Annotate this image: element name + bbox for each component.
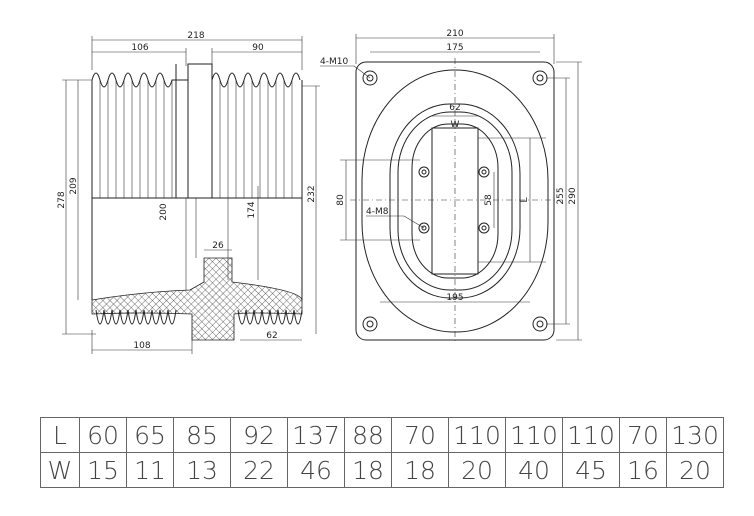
technical-drawing: 218 106 90 (57, 29, 582, 354)
table-cell: 130 (666, 417, 724, 453)
dim-total-height: 278 (57, 191, 67, 208)
dim-body-height: 209 (69, 177, 79, 194)
table-cell: 88 (344, 417, 392, 453)
row-label-w: W (40, 452, 80, 488)
table-row-w: W 15 11 13 22 46 18 18 20 40 45 16 20 (40, 452, 724, 488)
table-cell: 70 (391, 417, 449, 453)
dim-flange-height: 290 (568, 187, 578, 204)
table-cell: 45 (562, 452, 620, 488)
table-cell: 13 (173, 452, 231, 488)
dim-hole-spacing-x: 175 (446, 43, 463, 53)
dim-base-width: 108 (133, 341, 150, 351)
table-cell: 70 (619, 417, 667, 453)
plan-view: 210 175 4-M10 4-M8 (320, 29, 582, 344)
dim-base-right: 62 (266, 331, 277, 341)
table-cell: 18 (391, 452, 449, 488)
table-cell: 20 (448, 452, 506, 488)
table-cell: 65 (126, 417, 174, 453)
table-cell: 40 (505, 452, 563, 488)
dim-inner-h: 80 (336, 194, 346, 206)
table-cell: 11 (126, 452, 174, 488)
dim-total-width: 218 (187, 31, 204, 41)
dim-left-half: 106 (131, 43, 148, 53)
table-row-l: L 60 65 85 92 137 88 70 110 110 110 70 1… (40, 417, 724, 453)
table-cell: 85 (173, 417, 231, 453)
table-cell: 110 (448, 417, 506, 453)
dim-flange-width: 210 (446, 29, 463, 39)
table-cell: 20 (666, 452, 724, 488)
table-cell: 110 (562, 417, 620, 453)
dim-hole-spacing-y: 255 (556, 187, 566, 204)
label-thread-holes: 4-M8 (366, 207, 389, 217)
dim-insert-height: 174 (247, 201, 257, 218)
table-cell: 15 (79, 452, 127, 488)
table-cell: 46 (287, 452, 345, 488)
side-elevation: 218 106 90 (57, 31, 320, 354)
dim-right-half: 90 (252, 43, 264, 53)
row-label-l: L (40, 417, 80, 453)
table-cell: 92 (230, 417, 288, 453)
table-cell: 137 (287, 417, 345, 453)
bolt-holes (362, 70, 548, 332)
table-cell: 60 (79, 417, 127, 453)
dim-thread-spacing: 58 (484, 194, 494, 206)
label-bolt-holes: 4-M10 (320, 57, 348, 67)
dimension-table: L 60 65 85 92 137 88 70 110 110 110 70 1… (40, 417, 724, 488)
thread-holes (418, 166, 490, 234)
table-cell: 18 (344, 452, 392, 488)
label-l: L (520, 197, 530, 202)
label-w: W (451, 120, 460, 130)
dim-top-w: 62 (449, 103, 460, 113)
table-cell: 16 (619, 452, 667, 488)
dim-insert-width: 26 (212, 241, 224, 251)
dim-bottom-w: 195 (446, 293, 463, 303)
dim-inner-height: 200 (159, 203, 169, 220)
table-cell: 110 (505, 417, 563, 453)
table-cell: 22 (230, 452, 288, 488)
dim-right-height: 232 (307, 185, 317, 202)
